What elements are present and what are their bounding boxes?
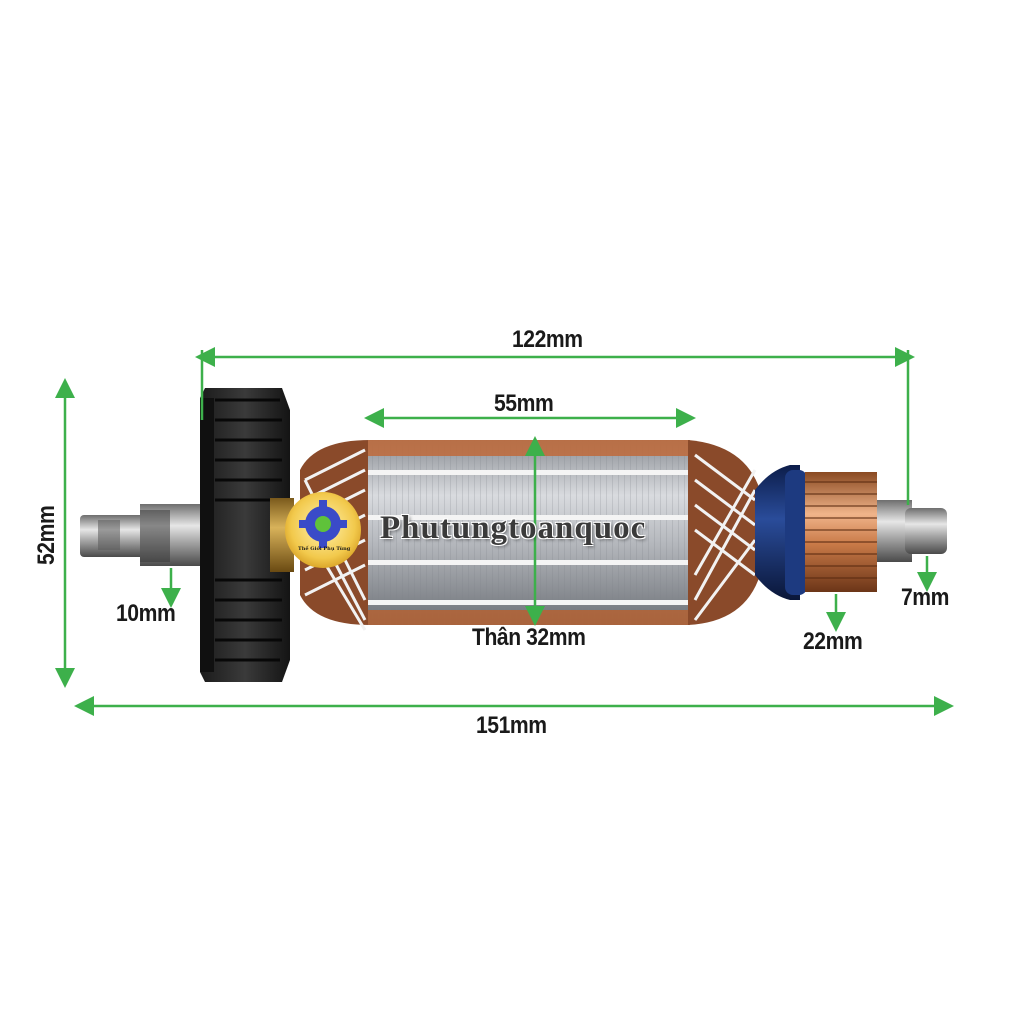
brand-logo [285,492,361,568]
dimension-arrows [55,347,954,716]
label-core-length: 55mm [494,390,554,417]
label-armature-length: 122mm [512,326,583,353]
label-core-diameter: Thân 32mm [472,624,586,651]
label-fan-diameter: 52mm [33,505,60,565]
label-front-shaft: 10mm [116,600,176,627]
cooling-fan [200,388,290,682]
commutator [805,472,877,592]
label-rear-shaft: 7mm [901,584,949,611]
rear-shaft [877,500,947,562]
logo-caption: Thế Giới Phụ Tùng [298,546,351,552]
front-shaft [80,504,202,566]
label-commutator: 22mm [803,628,863,655]
rear-winding [688,440,760,625]
blue-insulation [755,465,807,600]
label-overall-length: 151mm [476,712,547,739]
brand-watermark: Phutungtoanquoc [380,510,647,546]
